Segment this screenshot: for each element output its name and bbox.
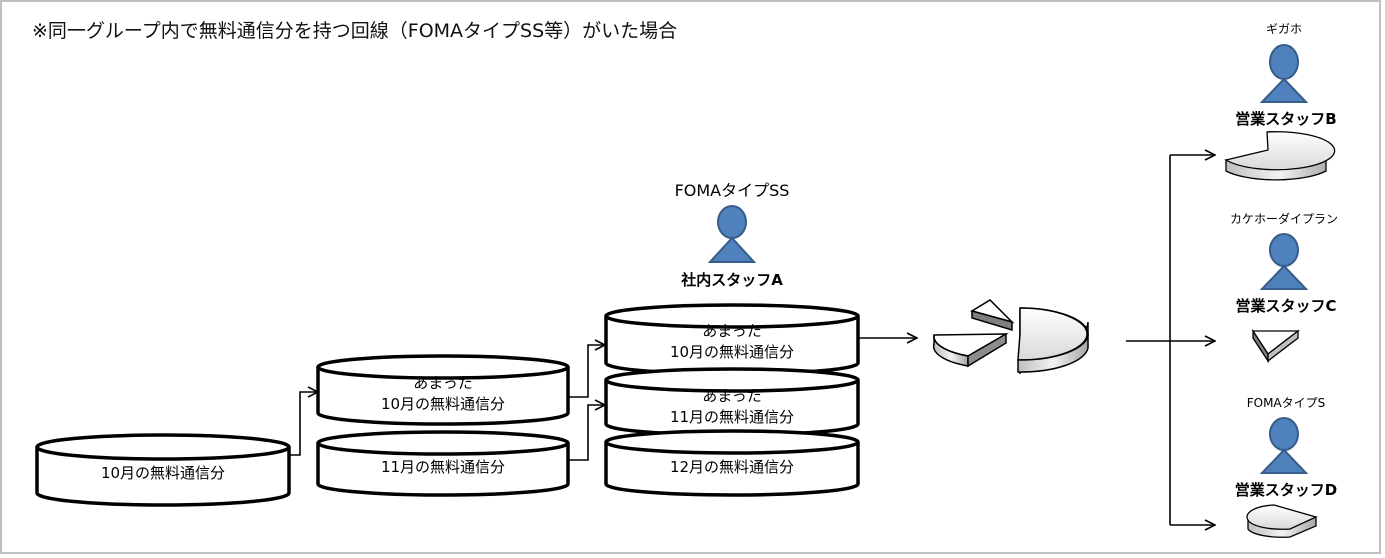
staff-c-group: カケホーダイプラン 営業スタッフC bbox=[1230, 211, 1338, 364]
cylinder-leftover-nov: あまった 11月の無料通信分 bbox=[604, 367, 860, 437]
person-icon bbox=[1259, 44, 1309, 103]
cylinder-oct-free: 10月の無料通信分 bbox=[35, 433, 291, 507]
staff-c-plan: カケホーダイプラン bbox=[1230, 211, 1338, 226]
cylinder-label: あまった bbox=[702, 387, 761, 405]
cylinder-leftover-oct: あまった 10月の無料通信分 bbox=[604, 303, 860, 376]
pie-chart-icon bbox=[932, 299, 1089, 374]
diagram-title: ※同一グループ内で無料通信分を持つ回線（FOMAタイプSS等）がいた場合 bbox=[32, 20, 678, 42]
staff-d-group: FOMAタイプS 営業スタッフD bbox=[1235, 396, 1337, 538]
pie-slice-c-icon bbox=[1251, 328, 1300, 364]
staff-a-name: 社内スタッフA bbox=[680, 271, 783, 289]
cylinder-label: 11月の無料通信分 bbox=[670, 408, 794, 426]
staff-a-group: FOMAタイプSS 社内スタッフA bbox=[675, 181, 790, 289]
connector-arrow bbox=[568, 345, 605, 398]
connector-arrow bbox=[289, 392, 318, 456]
staff-c-name: 営業スタッフC bbox=[1235, 297, 1336, 315]
cylinder-label: 10月の無料通信分 bbox=[101, 464, 225, 482]
connector-arrow bbox=[568, 405, 605, 461]
staff-b-group: ギガホ 営業スタッフB bbox=[1224, 22, 1337, 181]
staff-b-plan: ギガホ bbox=[1266, 22, 1302, 36]
cylinder-leftover-oct: あまった 10月の無料通信分 bbox=[316, 354, 570, 426]
staff-d-plan: FOMAタイプS bbox=[1247, 396, 1326, 410]
cylinder-label: あまった bbox=[702, 322, 761, 340]
cylinder-label: あまった bbox=[413, 374, 472, 392]
cylinder-label: 11月の無料通信分 bbox=[381, 458, 505, 476]
staff-b-name: 営業スタッフB bbox=[1235, 110, 1336, 128]
staff-a-plan: FOMAタイプSS bbox=[675, 181, 790, 200]
person-icon bbox=[1259, 417, 1309, 474]
branch-connector bbox=[1126, 155, 1215, 525]
pie-slice-b-icon bbox=[1224, 131, 1336, 181]
cylinder-label: 10月の無料通信分 bbox=[670, 343, 794, 361]
staff-d-name: 営業スタッフD bbox=[1235, 481, 1337, 499]
cylinder-nov-free: 11月の無料通信分 bbox=[316, 430, 570, 497]
person-icon bbox=[1259, 233, 1309, 290]
pie-slice-d-icon bbox=[1246, 504, 1318, 538]
cylinder-label: 12月の無料通信分 bbox=[670, 458, 794, 476]
person-icon bbox=[707, 205, 757, 263]
cylinder-label: 10月の無料通信分 bbox=[381, 395, 505, 413]
cylinder-dec-free: 12月の無料通信分 bbox=[604, 429, 860, 497]
